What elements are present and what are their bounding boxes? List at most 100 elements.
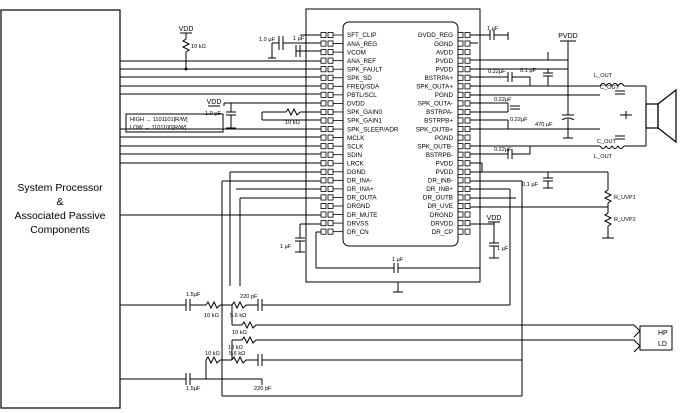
ic-pin-label: DR_OUTB (423, 195, 453, 202)
ic-pin-label: SPK_OUTA+ (416, 84, 453, 91)
ic-pin-box (320, 151, 327, 158)
r-uvp1-label: R_UVP1 (614, 195, 636, 201)
ic-pin-box (464, 211, 471, 218)
ic-pin-box (327, 185, 334, 192)
uvp-divider: 0.1 µF R_UVP1 R_UVP2 (470, 162, 636, 239)
ic-pin-box (327, 211, 334, 218)
avdd-cap-value: 0.1 µF (520, 68, 537, 74)
ic-pin-box (457, 117, 464, 124)
ic-pin-box (464, 151, 471, 158)
gain-table-low: LOW → 1101100[R/W] (130, 125, 187, 131)
ic-pin-label: PVDD (436, 58, 454, 65)
ic-pin-box (457, 74, 464, 81)
ic-pin-box (327, 194, 334, 201)
ic-pin-box (327, 66, 334, 73)
bstrp-a2-value: 0.22µF (494, 97, 512, 103)
ic-pin-box (457, 66, 464, 73)
ic-pin-box (464, 126, 471, 133)
ic-pin-box (327, 83, 334, 90)
hp-fb-res2b-value: 10 kΩ (228, 345, 243, 351)
system-line-3: Associated Passive (14, 210, 105, 222)
ic-pin-box (457, 177, 464, 184)
ic-pin-box (464, 108, 471, 115)
cout2-label: C_OUT (597, 139, 617, 145)
ic-pin-box (464, 66, 471, 73)
ic-pin-box (457, 91, 464, 98)
ic-pin-box (464, 117, 471, 124)
ic-pin-label: BSTRPA+ (425, 75, 454, 82)
ic-pin-box (457, 160, 464, 167)
system-line-4: Components (30, 224, 90, 236)
ic-pin-label: GGND (434, 41, 453, 48)
bstrp-b1-value: 0.22µF (510, 117, 528, 123)
system-line-2: & (56, 196, 63, 208)
ic-pin-box (327, 202, 334, 209)
ic-pin-box (457, 220, 464, 227)
ic-pin-box (464, 185, 471, 192)
bootstrap-and-output-network: 0.22µF 0.22µF 0.22µF 0.22µF 470 µF (470, 69, 600, 159)
ic-left-pins: SFT_CLIPANA_REGVCOMANA_REFSPK_FAULTSPK_S… (320, 32, 399, 236)
ic-pin-box (464, 57, 471, 64)
ic-pin-box (457, 211, 464, 218)
ic-pin-box (464, 40, 471, 47)
ic-pin-box (320, 91, 327, 98)
ana-reg-cap-value: 1.0 µF (259, 37, 276, 43)
ic-pin-box (464, 202, 471, 209)
bstrp-b2-value: 0.22µF (494, 147, 512, 153)
ic-pin-box (464, 160, 471, 167)
ic-pin-label: SPK_SD (347, 75, 372, 82)
ic-pin-label: SFT_CLIP (347, 32, 376, 39)
ic-pin-label: AVDD (436, 49, 453, 56)
gain-resistor-value: 10 kΩ (285, 120, 300, 126)
ic-pin-box (457, 185, 464, 192)
bulk-cap-value: 470 µF (535, 122, 553, 128)
ic-pin-box (320, 40, 327, 47)
driver-supply-caps: 1 µF 1 µF VDD 1 µF (280, 215, 509, 293)
ic-pin-box (327, 57, 334, 64)
ic-pin-box (464, 83, 471, 90)
ic-right-pins: GVDD_REGGGNDAVDDPVDDPVDDBSTRPA+SPK_OUTA+… (416, 32, 471, 236)
ic-pin-box (457, 151, 464, 158)
ic-pin-label: PVDD (436, 66, 454, 73)
ic-pin-box (464, 49, 471, 56)
ic-pin-label: LRCK (347, 160, 365, 167)
ic-pin-label: BSTRPB+ (424, 118, 453, 125)
hp-fb-res2-value: 5.6 kΩ (229, 351, 245, 357)
hp-fb-res1-value: 5.6 kΩ (230, 313, 246, 319)
vdd-label-mid: VDD (207, 99, 222, 106)
ic-pin-label: DR_INB- (428, 178, 453, 185)
headphone-jack: HP LD (602, 324, 673, 353)
bstrp-a1-value: 0.22µF (488, 69, 506, 75)
ic-pin-box (457, 134, 464, 141)
ic-pin-box (320, 108, 327, 115)
ic-pin-box (320, 117, 327, 124)
ic-pin-label: SPK_OUTB- (417, 143, 453, 150)
hp-fb-cap1-value: 220 pF (240, 294, 258, 300)
lout1-label: L_OUT (594, 73, 613, 79)
ic-pin-box (327, 40, 334, 47)
ic-pin-box (327, 108, 334, 115)
ic-pin-box (320, 49, 327, 56)
ic-pin-label: DR_OUTA (347, 195, 377, 202)
ic-pin-label: SPK_FAULT (347, 66, 382, 73)
ic-pin-box (464, 220, 471, 227)
drcp-cap-value: 1 µF (497, 246, 509, 252)
ic-pin-label: DRVDD (431, 220, 454, 227)
ic-pin-label: SPK_GAIN1 (347, 118, 382, 125)
ic-pin-box (457, 83, 464, 90)
ic-pin-box (320, 32, 327, 39)
ic-pin-box (327, 151, 334, 158)
ic-pin-label: BSTRPB- (426, 152, 453, 159)
ic-pin-label: FREQ/SDA (347, 84, 380, 91)
ic-pin-box (320, 185, 327, 192)
ic-pin-label: DVDD (347, 101, 365, 108)
lout2-label: L_OUT (594, 154, 613, 160)
ic-pin-box (464, 134, 471, 141)
ic-pin-label: ANA_REF (347, 58, 376, 65)
ic-pin-label: DR_CP (432, 229, 453, 236)
r-uvp2-label: R_UVP2 (614, 217, 636, 223)
hp-in-cap1-value: 1.5µF (186, 292, 201, 298)
ic-pin-box (320, 74, 327, 81)
ic-pin-box (320, 66, 327, 73)
hp-in-res1-value: 10 kΩ (204, 313, 219, 319)
